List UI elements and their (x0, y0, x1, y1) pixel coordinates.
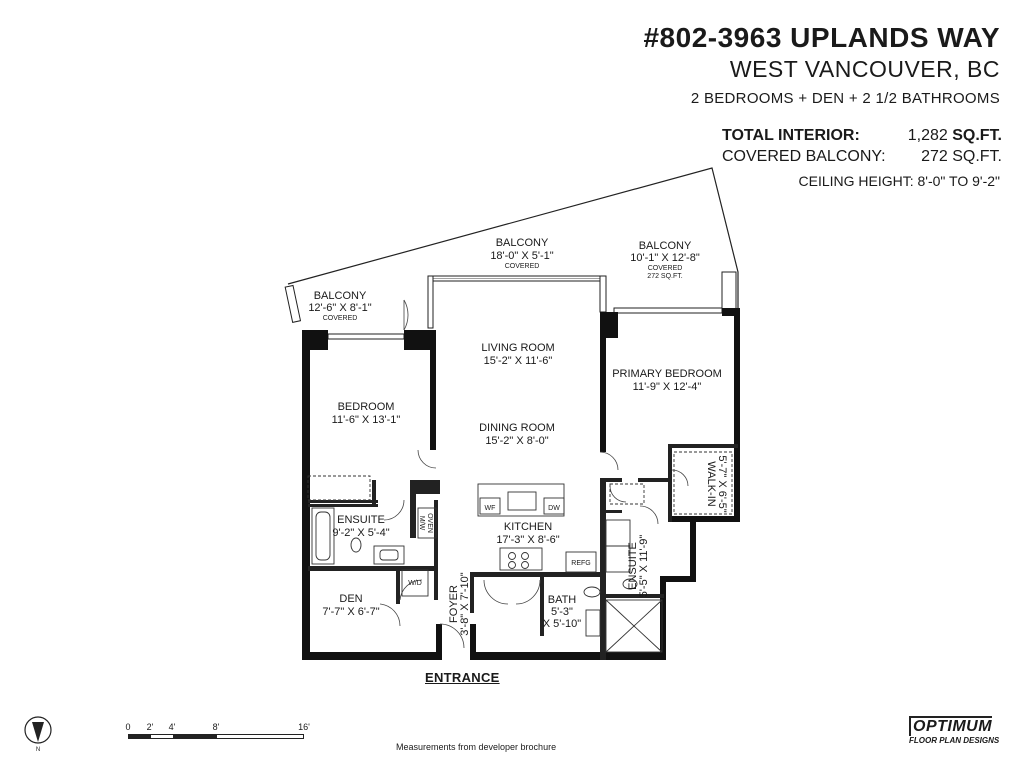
total-interior-value: 1,282 SQ.FT. (908, 127, 1002, 145)
appliance-wf: WF (485, 505, 496, 512)
scale-tick-0: 0 (125, 722, 131, 732)
appliance-refg: REFG (571, 560, 590, 567)
living-room-name: LIVING ROOM (481, 342, 554, 354)
walk-in-dim: 5'-7" X 6'-5" (716, 455, 728, 512)
dining-room-dim: 15'-2" X 8'-0" (485, 435, 548, 447)
walk-in-name: WALK-IN (705, 461, 717, 506)
covered-balcony-value: 272 SQ.FT. (921, 148, 1002, 165)
scale-tick-4: 4' (168, 722, 176, 732)
exterior-walls (302, 308, 740, 660)
property-address: #802-3963 UPLANDS WAY (643, 22, 1000, 53)
appliance-wd: W/D (408, 580, 422, 587)
total-interior-label: TOTAL INTERIOR: (722, 127, 860, 144)
balcony-right-area: 272 SQ.FT. (647, 273, 682, 280)
fixtures (307, 451, 733, 653)
covered-balcony-label: COVERED BALCONY: (722, 148, 886, 165)
bedroom-dim: 11'-6" X 13'-1" (332, 414, 401, 426)
balcony-post-right (721, 271, 737, 313)
balcony-mid-name: BALCONY (496, 237, 549, 249)
balcony-mid-note: COVERED (505, 263, 540, 270)
balcony-right-dim: 10'-1" X 12'-8" (630, 252, 700, 264)
bath-dim-2: X 5'-10" (543, 618, 582, 630)
sliding-door-left-wall (427, 275, 434, 329)
appliance-dw: DW (548, 505, 560, 512)
total-interior-unit: SQ.FT. (952, 127, 1002, 144)
primary-bedroom-dim: 11'-9" X 12'-4" (633, 381, 702, 393)
entrance-label: ENTRANCE (425, 670, 500, 685)
balcony-right-note: COVERED (648, 265, 683, 272)
den-dim: 7'-7" X 6'-7" (322, 606, 379, 618)
ceiling-height: CEILING HEIGHT: 8'-0" TO 9'-2" (798, 173, 1001, 189)
logo-sub: FLOOR PLAN DESIGNS (909, 736, 1000, 745)
bath-dim: 5'-3" (551, 606, 573, 618)
balcony-left-note: COVERED (323, 315, 358, 322)
ensuite-right-name: ENSUITE (627, 542, 639, 590)
appliance-mw: M/W (418, 516, 425, 531)
scale-tick-8: 8' (212, 722, 220, 732)
balcony-outline (287, 167, 739, 310)
ensuite-left-name: ENSUITE (337, 514, 385, 526)
sliding-door-right-wall (599, 275, 607, 313)
north-arrow-icon: N (24, 716, 52, 752)
unit-configuration: 2 BEDROOMS + DEN + 2 1/2 BATHROOMS (690, 90, 1000, 107)
den-name: DEN (339, 593, 362, 605)
scale-tick-16: 16' (298, 722, 310, 732)
foyer-label: FOYER 3'-8" X 7'-10" (448, 572, 471, 635)
scale-seg-2 (173, 735, 217, 738)
ensuite-right-dim: 5'-5" X 11'-9" (638, 535, 650, 598)
oven-mw-label: OVEN M/W (418, 513, 433, 533)
property-city: WEST VANCOUVER, BC (729, 56, 1000, 82)
north-letter: N (36, 747, 40, 752)
scale-bar: 0 2' 4' 8' 16' (122, 722, 312, 752)
scale-bar-track (128, 734, 304, 739)
kitchen-dim: 17'-3" X 8'-6" (496, 534, 559, 546)
appliance-oven: OVEN (426, 513, 433, 533)
balcony-left-name: BALCONY (314, 290, 367, 302)
balcony-mid-dim: 18'-0" X 5'-1" (490, 250, 553, 262)
living-room-dim: 15'-2" X 11'-6" (484, 355, 553, 367)
sliding-door-bedroom (327, 333, 405, 340)
ensuite-right-label: ENSUITE 5'-5" X 11'-9" (627, 535, 650, 598)
primary-bedroom-name: PRIMARY BEDROOM (612, 368, 722, 380)
ensuite-left-dim: 9'-2" X 5'-4" (332, 527, 389, 539)
foyer-dim: 3'-8" X 7'-10" (459, 572, 471, 635)
balcony-railing-left (284, 284, 302, 323)
scale-seg-1 (129, 735, 151, 738)
company-logo: OPTIMUM FLOOR PLAN DESIGNS (905, 716, 1001, 746)
dining-room-name: DINING ROOM (479, 422, 555, 434)
walk-in-label: WALK-IN 5'-7" X 6'-5" (705, 455, 728, 512)
interior-walls (308, 444, 738, 660)
door-swings (379, 299, 689, 649)
foyer-name: FOYER (448, 585, 460, 623)
footnote: Measurements from developer brochure (396, 742, 557, 752)
bedroom-name: BEDROOM (338, 401, 395, 413)
total-interior-number: 1,282 (907, 127, 948, 144)
sliding-door-primary (613, 307, 723, 314)
balcony-left-dim: 12'-6" X 8'-1" (308, 302, 371, 314)
kitchen-name: KITCHEN (504, 521, 552, 533)
balcony-right-name: BALCONY (639, 240, 692, 252)
logo-main: OPTIMUM (909, 716, 993, 736)
bath-name: BATH (548, 594, 577, 606)
scale-tick-2: 2' (146, 722, 154, 732)
